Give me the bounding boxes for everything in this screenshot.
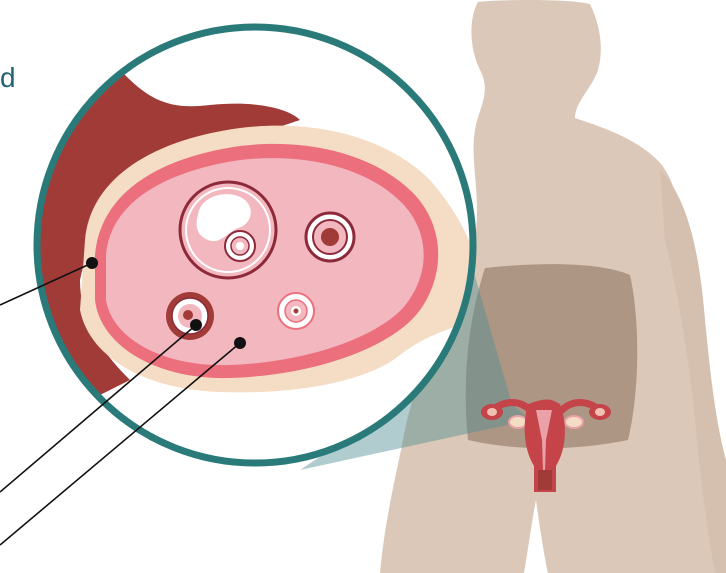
follicle-right: [306, 213, 354, 261]
follicle-small: [278, 293, 314, 329]
cropped-label-fragment: d: [0, 64, 16, 92]
mature-follicle: [180, 182, 276, 278]
follicle-lower-left: [166, 292, 214, 340]
